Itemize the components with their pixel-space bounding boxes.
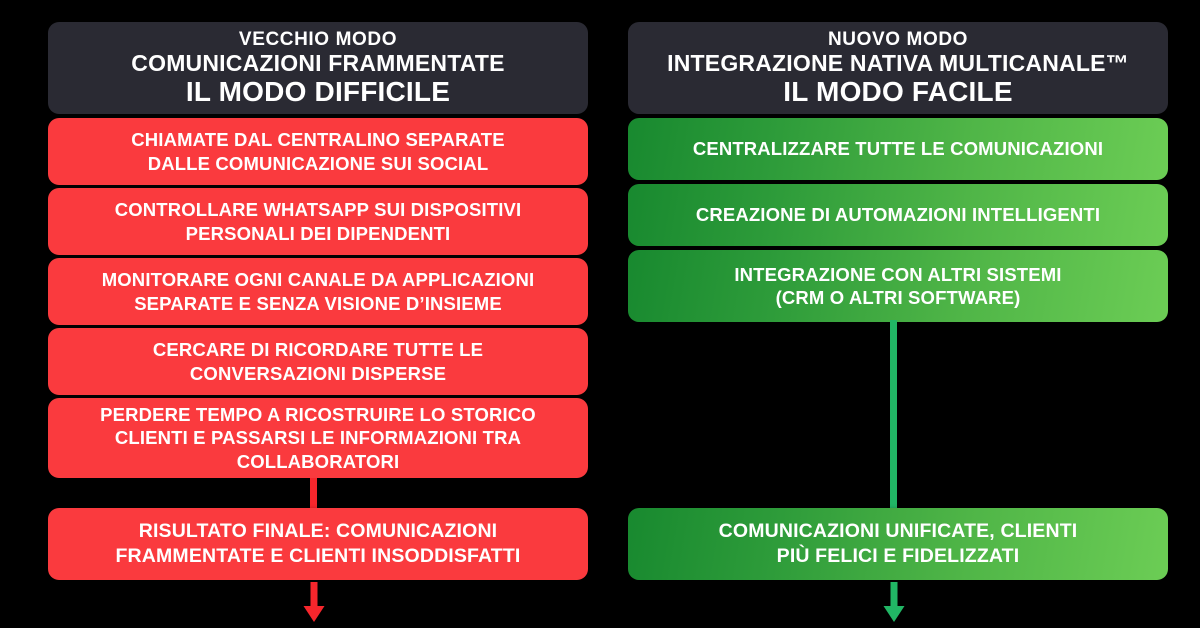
right-arrow-down-icon — [880, 582, 908, 626]
right-result-line-1: COMUNICAZIONI UNIFICATE, CLIENTI — [718, 519, 1078, 542]
left-result-line-1: RISULTATO FINALE: COMUNICAZIONI — [138, 519, 498, 542]
left-item-2: CONTROLLARE WHATSAPP SUI DISPOSITIVI PER… — [48, 188, 588, 255]
right-item-2: CREAZIONE DI AUTOMAZIONI INTELLIGENTI — [628, 184, 1168, 246]
right-header-kicker: NUOVO MODO — [827, 29, 969, 51]
left-item-5-line-1: PERDERE TEMPO A RICOSTRUIRE LO STORICO — [100, 404, 536, 426]
right-item-3-line-1: INTEGRAZIONE CON ALTRI SISTEMI — [734, 263, 1062, 285]
left-result-line-2: FRAMMENTATE E CLIENTI INSODDISFATTI — [115, 545, 521, 567]
right-result-box: COMUNICAZIONI UNIFICATE, CLIENTI PIÙ FEL… — [628, 508, 1168, 580]
right-column-new-way: NUOVO MODO INTEGRAZIONE NATIVA MULTICANA… — [628, 0, 1168, 628]
left-header-kicker: VECCHIO MODO — [238, 29, 398, 51]
right-connector-line — [890, 320, 897, 512]
left-item-3-line-1: MONITORARE OGNI CANALE DA APPLICAZIONI — [101, 269, 535, 291]
right-item-1: CENTRALIZZARE TUTTE LE COMUNICAZIONI — [628, 118, 1168, 180]
left-item-2-line-1: CONTROLLARE WHATSAPP SUI DISPOSITIVI — [114, 199, 522, 221]
left-connector-line — [310, 478, 317, 510]
left-item-3: MONITORARE OGNI CANALE DA APPLICAZIONI S… — [48, 258, 588, 325]
left-item-5: PERDERE TEMPO A RICOSTRUIRE LO STORICO C… — [48, 398, 588, 478]
right-item-1-line-1: CENTRALIZZARE TUTTE LE COMUNICAZIONI — [692, 138, 1104, 160]
right-item-3: INTEGRAZIONE CON ALTRI SISTEMI (CRM O AL… — [628, 250, 1168, 322]
left-item-1: CHIAMATE DAL CENTRALINO SEPARATE DALLE C… — [48, 118, 588, 185]
left-item-4-line-2: CONVERSAZIONI DISPERSE — [189, 362, 447, 384]
right-item-3-line-2: (CRM O ALTRI SOFTWARE) — [775, 287, 1021, 308]
right-header-title: IL MODO FACILE — [783, 76, 1013, 108]
left-arrow-down-icon — [300, 582, 328, 626]
left-column-old-way: VECCHIO MODO COMUNICAZIONI FRAMMENTATE I… — [48, 0, 588, 628]
left-item-1-line-2: DALLE COMUNICAZIONE SUI SOCIAL — [147, 152, 489, 174]
left-item-3-line-2: SEPARATE E SENZA VISIONE D’INSIEME — [134, 292, 502, 314]
right-header-panel: NUOVO MODO INTEGRAZIONE NATIVA MULTICANA… — [628, 22, 1168, 114]
left-header-title: IL MODO DIFFICILE — [185, 76, 451, 108]
left-item-4: CERCARE DI RICORDARE TUTTE LE CONVERSAZI… — [48, 328, 588, 395]
right-result-line-2: PIÙ FELICI E FIDELIZZATI — [776, 545, 1020, 567]
right-item-2-line-1: CREAZIONE DI AUTOMAZIONI INTELLIGENTI — [695, 204, 1101, 226]
left-item-5-line-2: CLIENTI E PASSARSI LE INFORMAZIONI TRA — [114, 427, 522, 449]
left-item-2-line-2: PERSONALI DEI DIPENDENTI — [185, 222, 451, 244]
left-header-subtitle: COMUNICAZIONI FRAMMENTATE — [131, 49, 505, 76]
left-item-4-line-1: CERCARE DI RICORDARE TUTTE LE — [152, 339, 484, 361]
right-header-subtitle: INTEGRAZIONE NATIVA MULTICANALE™ — [667, 49, 1129, 76]
left-header-panel: VECCHIO MODO COMUNICAZIONI FRAMMENTATE I… — [48, 22, 588, 114]
left-item-1-line-1: CHIAMATE DAL CENTRALINO SEPARATE — [131, 129, 505, 151]
left-result-box: RISULTATO FINALE: COMUNICAZIONI FRAMMENT… — [48, 508, 588, 580]
left-item-5-line-3: COLLABORATORI — [236, 450, 400, 472]
